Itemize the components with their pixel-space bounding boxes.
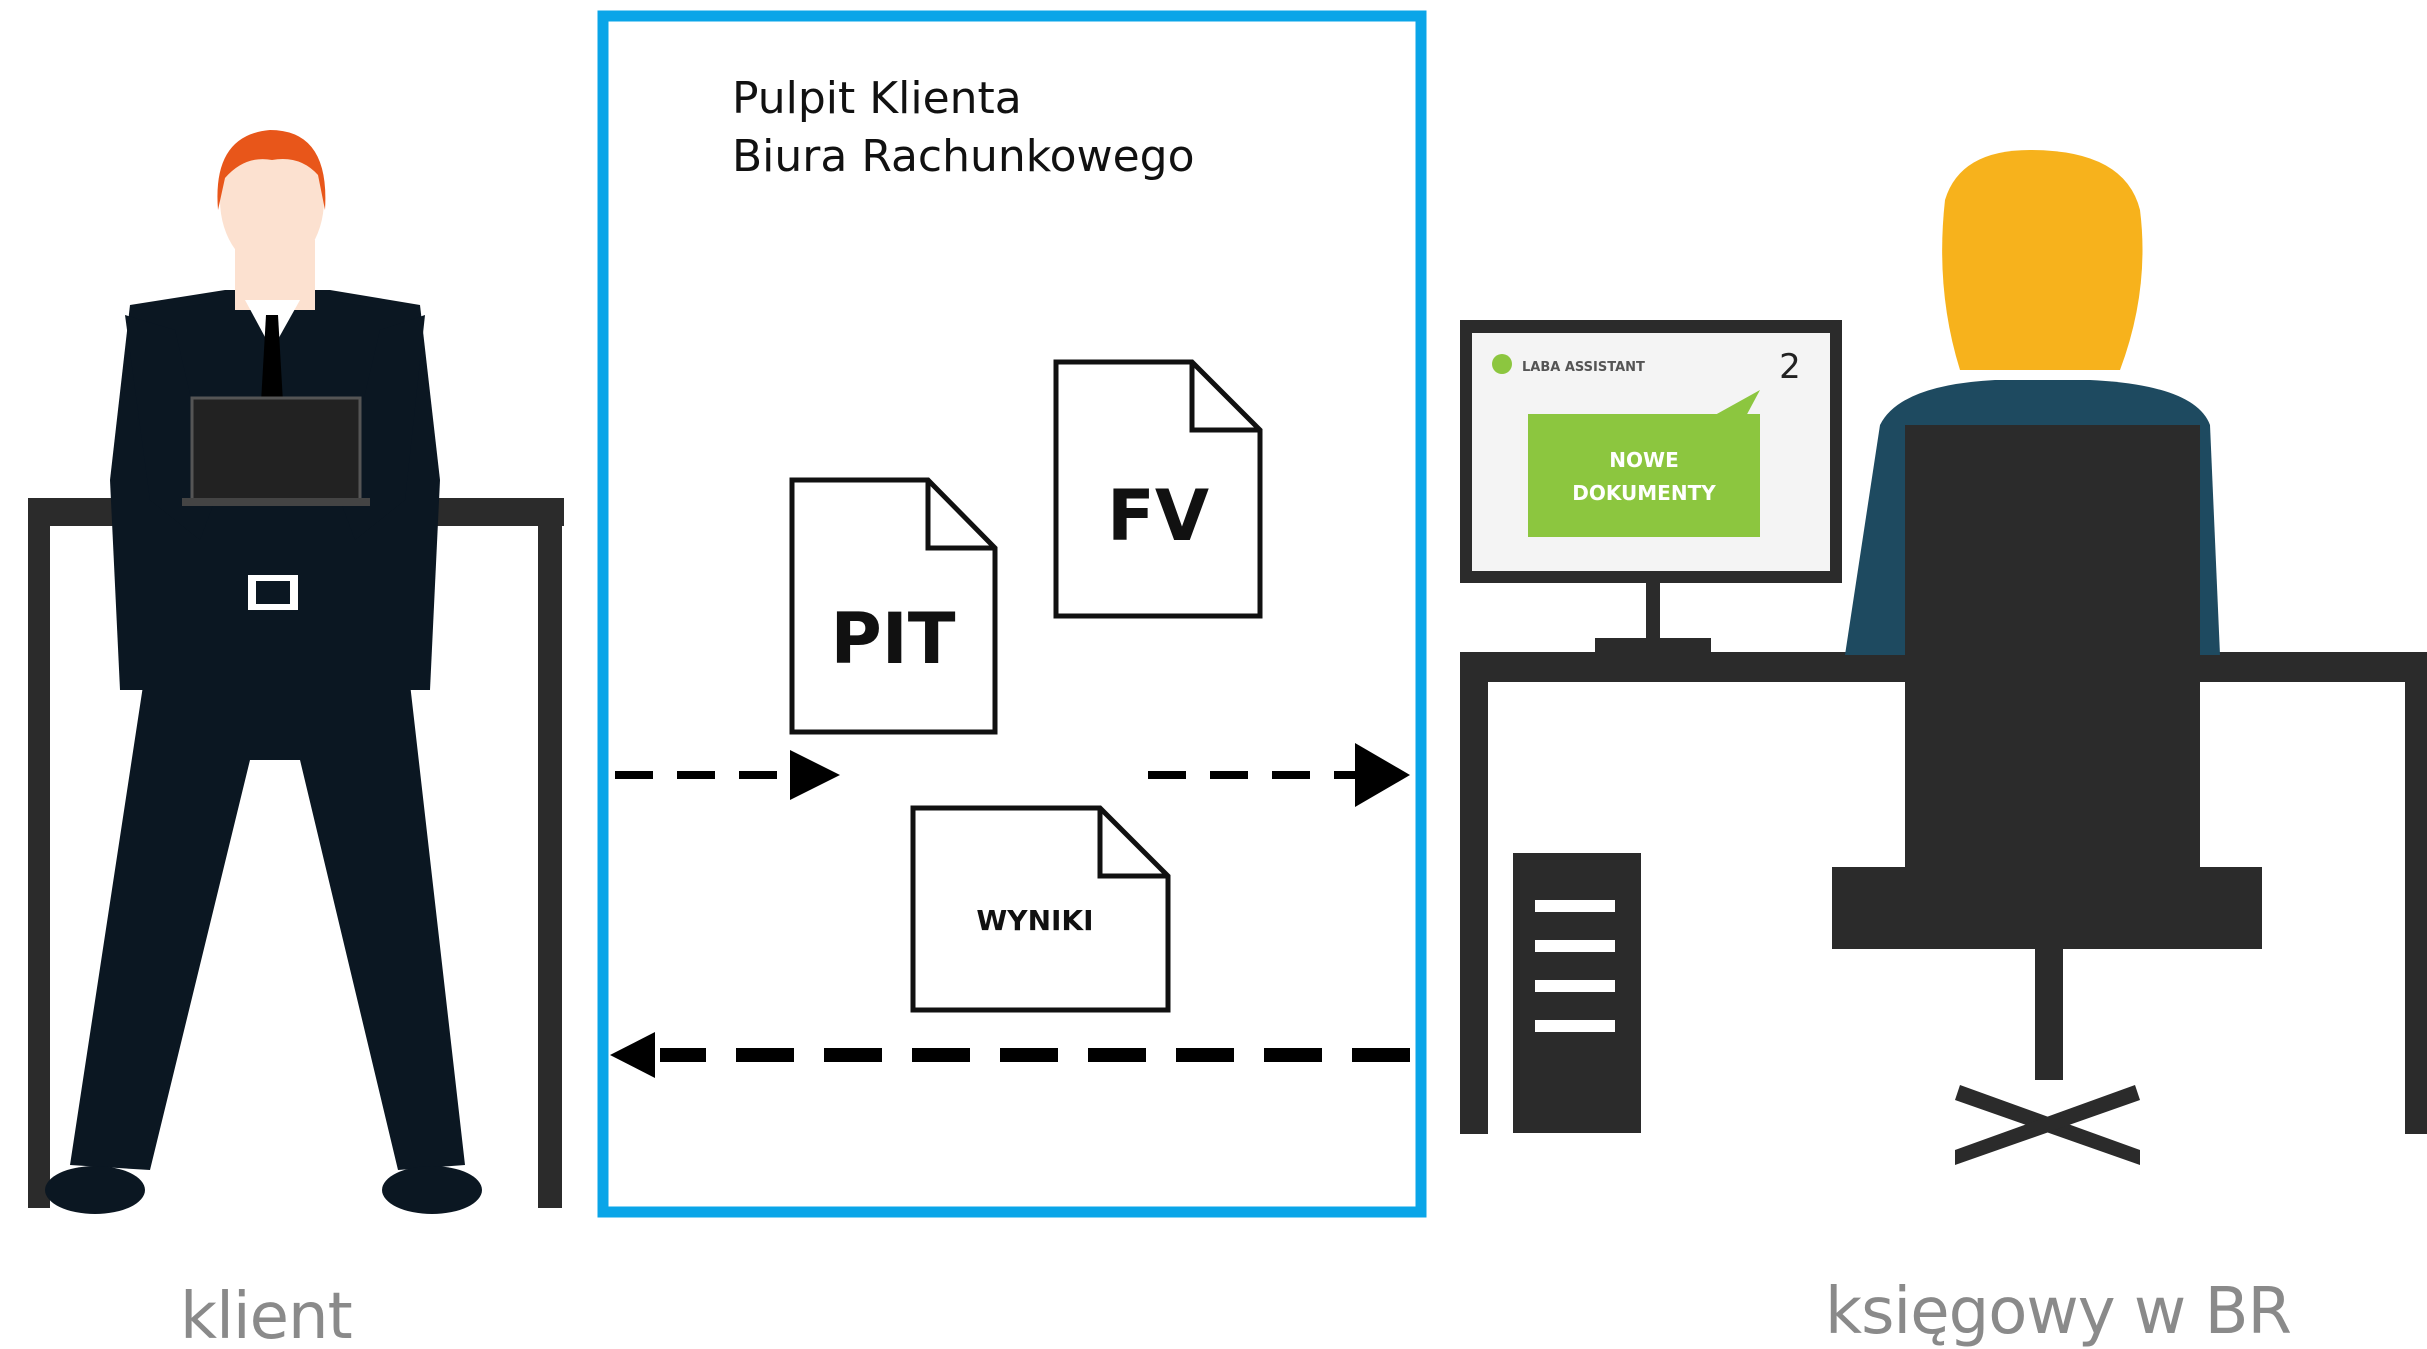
logo-icon [1492,354,1512,374]
pit-label: PIT [830,598,955,680]
monitor: LABA ASSISTANT 2 NOWE DOKUMENTY [1460,320,1842,654]
computer-tower [1513,853,1641,1133]
document-pit: PIT [789,477,998,735]
new-documents-notice [1528,414,1760,537]
notification-count: 2 [1779,347,1801,387]
fv-label: FV [1107,475,1209,557]
document-fv: FV [1053,359,1263,619]
wyniki-label: WYNIKI [976,904,1093,937]
client-portal-panel [597,10,1427,1218]
accountant-desk [1460,652,2427,1134]
client-caption: klient [180,1280,353,1349]
panel-title-line2: Biura Rachunkowego [732,131,1195,182]
arrow-portal-to-accountant [1148,743,1410,807]
arrow-accountant-to-client [610,1032,1410,1078]
monitor-logo-text: LABA ASSISTANT [1522,360,1645,375]
panel-title: Pulpit Klienta Biura Rachunkowego [732,70,1195,186]
accountant-caption: księgowy w BR [1825,1275,2292,1349]
panel-title-line1: Pulpit Klienta [732,73,1022,124]
notice-line1: NOWE [1609,448,1678,472]
accountant-figure: LABA ASSISTANT 2 NOWE DOKUMENTY [1460,150,2427,1165]
notice-line2: DOKUMENTY [1572,481,1716,505]
client-figure [28,130,564,1214]
arrow-client-to-portal [615,750,840,800]
document-wyniki: WYNIKI [910,805,1171,1013]
